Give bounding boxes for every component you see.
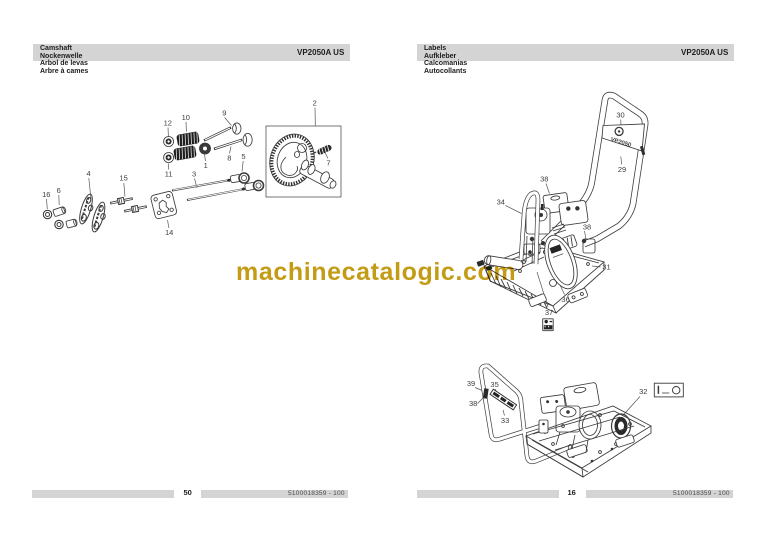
- svg-text:32: 32: [639, 387, 647, 396]
- svg-text:1: 1: [204, 161, 208, 170]
- svg-text:6: 6: [57, 186, 61, 195]
- svg-text:30: 30: [616, 111, 624, 120]
- svg-text:7: 7: [326, 159, 330, 168]
- svg-text:34: 34: [497, 198, 505, 207]
- svg-text:8: 8: [227, 154, 231, 163]
- svg-text:36: 36: [561, 295, 569, 304]
- svg-text:4: 4: [87, 169, 91, 178]
- svg-text:31: 31: [602, 263, 610, 272]
- svg-text:38: 38: [469, 399, 477, 408]
- svg-text:37: 37: [545, 308, 553, 317]
- svg-text:11: 11: [165, 170, 173, 179]
- svg-text:38: 38: [583, 223, 591, 232]
- svg-text:14: 14: [165, 228, 173, 237]
- svg-text:29: 29: [618, 165, 626, 174]
- svg-text:33: 33: [501, 416, 509, 425]
- svg-text:3: 3: [192, 170, 196, 179]
- svg-text:5: 5: [241, 152, 245, 161]
- svg-text:2: 2: [313, 99, 317, 108]
- svg-text:15: 15: [119, 174, 127, 183]
- svg-text:39: 39: [467, 379, 475, 388]
- svg-text:35: 35: [490, 380, 498, 389]
- svg-text:10: 10: [182, 113, 190, 122]
- svg-text:9: 9: [222, 109, 226, 118]
- svg-text:38: 38: [540, 175, 548, 184]
- svg-text:16: 16: [42, 190, 50, 199]
- svg-text:12: 12: [164, 119, 172, 128]
